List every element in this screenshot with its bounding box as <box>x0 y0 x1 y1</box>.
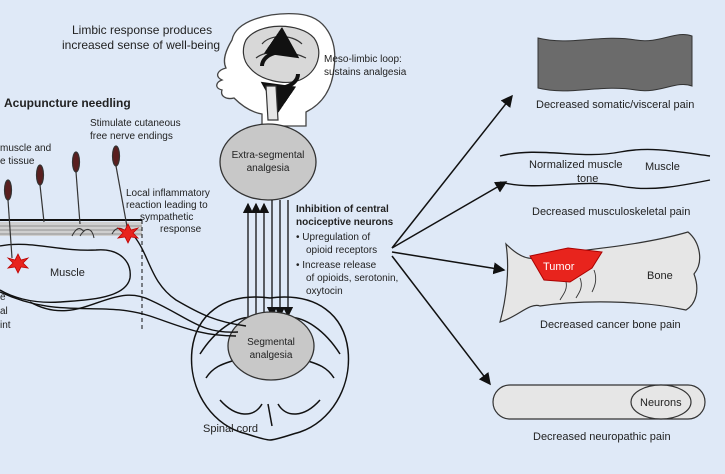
bullet-release-3: oxytocin <box>306 286 343 297</box>
bone-label: Bone <box>647 270 673 282</box>
normalized-muscle-label: Normalized muscle <box>529 159 623 171</box>
cut-label-1: e <box>0 292 6 303</box>
neurons-label: Neurons <box>640 397 682 409</box>
extra-segmental-label: Extra-segmental <box>232 150 305 161</box>
ascending-descending-arrows <box>248 200 288 318</box>
local-inflammatory-label: Local inflammatory <box>126 188 210 199</box>
normalized-muscle-label-2: tone <box>577 173 598 185</box>
afferent-nerve-paths <box>0 236 246 336</box>
local-inflammatory-label-2: reaction leading to <box>126 200 208 211</box>
cancer-bone-outcome-label: Decreased cancer bone pain <box>540 319 681 331</box>
outcome-arrows <box>392 96 512 384</box>
musculoskeletal-outcome-label: Decreased musculoskeletal pain <box>532 206 690 218</box>
muscle-label-left: Muscle <box>50 267 85 279</box>
somatic-outcome-label: Decreased somatic/visceral pain <box>536 99 694 111</box>
bullet-release: • Increase release <box>296 260 377 271</box>
meso-limbic-label: Meso-limbic loop: <box>324 54 402 65</box>
neuropathic-outcome-label: Decreased neuropathic pain <box>533 431 671 443</box>
local-inflammatory-label-3: sympathetic <box>140 212 193 223</box>
tumor-label: Tumor <box>543 261 575 273</box>
inhibition-label: Inhibition of central <box>296 204 389 215</box>
spinal-cord-label: Spinal cord <box>203 423 258 435</box>
bullet-upregulation-2: opioid receptors <box>306 245 377 256</box>
somatic-band-icon <box>538 34 692 90</box>
inhibition-label-2: nociceptive neurons <box>296 217 394 228</box>
limbic-response-label-2: increased sense of well-being <box>62 38 220 52</box>
stimulate-label-2: free nerve endings <box>90 131 173 142</box>
brainstem-icon <box>266 86 278 120</box>
bullet-release-2: of opioids, serotonin, <box>306 273 398 284</box>
segmental-label-2: analgesia <box>250 350 293 361</box>
cut-label-3: int <box>0 320 11 331</box>
meso-limbic-label-2: sustains analgesia <box>324 67 407 78</box>
extra-segmental-node <box>220 124 316 200</box>
segmental-label: Segmental <box>247 337 295 348</box>
cut-label-2: al <box>0 306 8 317</box>
local-inflammatory-label-4: response <box>160 224 202 235</box>
bullet-upregulation: • Upregulation of <box>296 232 370 243</box>
muscle-tissue-label-2: e tissue <box>0 156 35 167</box>
extra-segmental-label-2: analgesia <box>247 163 290 174</box>
stimulate-label: Stimulate cutaneous <box>90 118 181 129</box>
muscle-tissue-label: muscle and <box>0 143 51 154</box>
acupuncture-title: Acupuncture needling <box>4 96 131 110</box>
muscle-label-right: Muscle <box>645 161 680 173</box>
limbic-response-label: Limbic response produces <box>72 23 212 37</box>
